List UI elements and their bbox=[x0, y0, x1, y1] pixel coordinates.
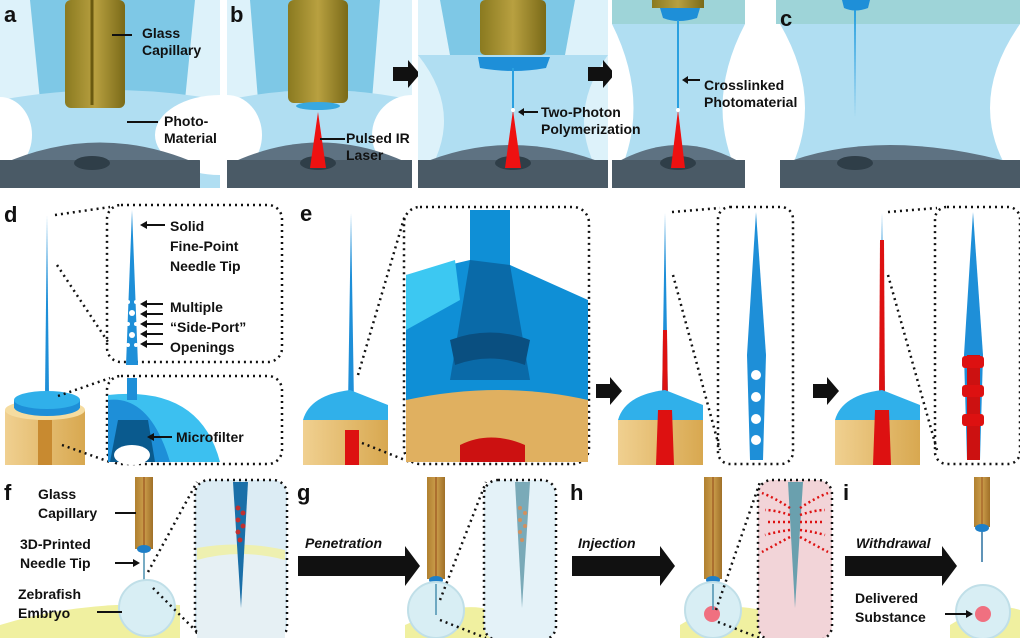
panel-b-step1 bbox=[192, 0, 452, 188]
arrow-right-icon bbox=[845, 546, 957, 586]
panel-label-c: c bbox=[780, 6, 793, 31]
label-crosslinked: Crosslinked Photomaterial bbox=[704, 77, 798, 110]
panel-d-illustration bbox=[5, 203, 284, 466]
label-microfilter: Microfilter bbox=[176, 429, 244, 445]
panel-label-i: i bbox=[843, 480, 850, 505]
panel-i-illustration bbox=[845, 477, 1020, 638]
label-two-photon: Two-Photon Polymerization bbox=[541, 104, 641, 137]
label-photo-material: Photo- Material bbox=[164, 113, 217, 146]
arrow-right-icon bbox=[813, 377, 839, 405]
step-injection: Injection bbox=[578, 535, 636, 551]
arrow-right-icon bbox=[596, 377, 622, 405]
panel-a-illustration bbox=[0, 0, 285, 188]
panel-h-illustration bbox=[572, 477, 834, 638]
label-pulsed-ir-laser: Pulsed IR Laser bbox=[346, 130, 410, 163]
label-side-ports: Multiple “Side-Port” Openings bbox=[170, 299, 247, 355]
panel-label-e: e bbox=[300, 201, 313, 226]
arrow-right-icon bbox=[572, 546, 675, 586]
label-zebrafish-embryo: Zebrafish Embryo bbox=[18, 586, 82, 621]
label-glass-capillary-a: Glass Capillary bbox=[142, 25, 202, 58]
label-glass-capillary-f: Glass Capillary bbox=[38, 486, 98, 521]
panel-label-a: a bbox=[4, 2, 17, 27]
panel-f-illustration bbox=[0, 477, 289, 638]
panel-b-step2 bbox=[418, 0, 615, 188]
label-solid-tip: Solid Fine-Point Needle Tip bbox=[170, 218, 241, 274]
label-delivered-substance: Delivered Substance bbox=[855, 590, 926, 625]
step-withdrawal: Withdrawal bbox=[856, 535, 931, 551]
panel-label-d: d bbox=[4, 202, 18, 227]
panel-e-illustration bbox=[303, 205, 1020, 466]
panel-label-b: b bbox=[230, 2, 244, 27]
arrow-right-icon bbox=[588, 60, 615, 88]
step-penetration: Penetration bbox=[305, 535, 383, 551]
laser-beam-b1 bbox=[310, 112, 326, 168]
panel-g-illustration bbox=[298, 477, 558, 638]
panel-label-h: h bbox=[570, 480, 584, 505]
arrow-right-icon bbox=[298, 546, 420, 586]
glass-capillary-a bbox=[65, 0, 125, 108]
panel-c-illustration bbox=[776, 0, 1020, 188]
panel-label-f: f bbox=[4, 480, 12, 505]
label-needle-tip: 3D-Printed Needle Tip bbox=[20, 536, 91, 571]
arrow-right-icon bbox=[393, 60, 420, 88]
panel-label-g: g bbox=[297, 480, 311, 505]
